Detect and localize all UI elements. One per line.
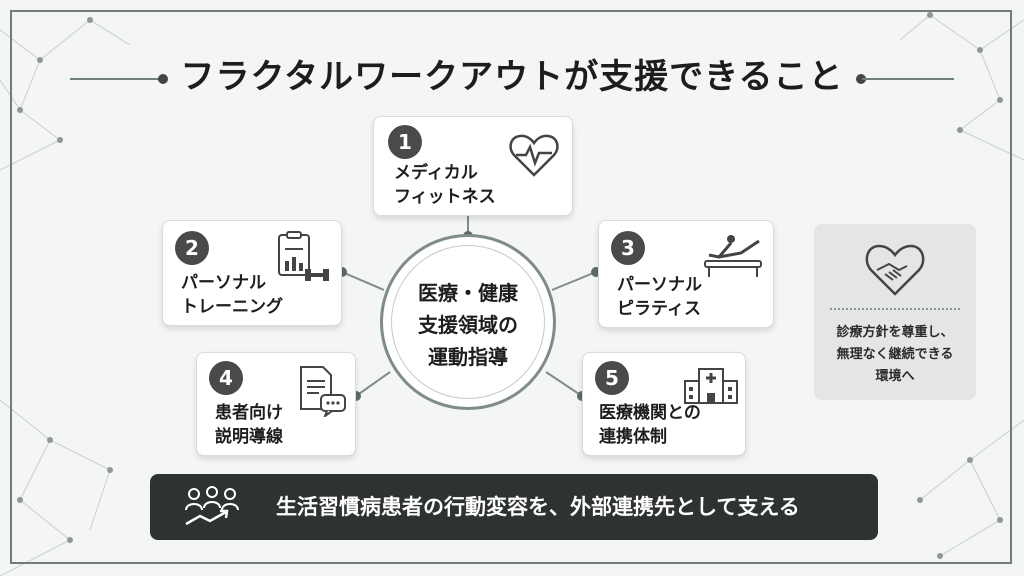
handshake-heart-icon — [865, 244, 925, 296]
document-chat-icon — [300, 366, 346, 417]
people-growth-icon — [185, 486, 239, 526]
card-personal-pilates: 3 パーソナルピラティス — [598, 220, 774, 328]
card-patient-guidance: 4 患者向け説明導線 — [196, 352, 356, 456]
card-number: 4 — [209, 361, 243, 395]
title-rule-left — [70, 78, 162, 80]
card-number: 5 — [595, 361, 629, 395]
page-frame — [10, 10, 1012, 564]
center-label: 医療・健康支援領域の運動指導 — [418, 281, 518, 369]
card-label: パーソナルトレーニング — [181, 273, 283, 317]
title-dot-right — [856, 74, 866, 84]
page-title: フラクタルワークアウトが支援できること — [180, 57, 844, 97]
pilates-reformer-icon — [704, 235, 762, 277]
center-inner-ring — [391, 245, 545, 399]
card-label: 患者向け説明導線 — [215, 403, 283, 447]
heart-pulse-icon — [509, 134, 559, 177]
side-panel: 診療方針を尊重し、無理なく継続できる環境へ — [814, 224, 976, 400]
title-dot-left — [158, 74, 168, 84]
side-divider — [830, 308, 960, 310]
card-label: 医療機関との連携体制 — [599, 403, 701, 447]
card-medical-cooperation: 5 医療機関との連携体制 — [582, 352, 746, 456]
center-circle: 医療・健康支援領域の運動指導 — [380, 234, 556, 410]
card-number: 3 — [611, 231, 645, 265]
card-label: メディカルフィットネス — [394, 163, 496, 207]
bottom-banner-text: 生活習慣病患者の行動変容を、外部連携先として支える — [276, 495, 800, 519]
hospital-icon — [684, 368, 738, 404]
title-rule-right — [862, 78, 954, 80]
side-caption: 診療方針を尊重し、無理なく継続できる環境へ — [836, 325, 954, 384]
card-number: 2 — [175, 231, 209, 265]
bottom-banner: 生活習慣病患者の行動変容を、外部連携先として支える — [150, 474, 878, 540]
card-personal-training: 2 パーソナルトレーニング — [162, 220, 342, 326]
card-number: 1 — [388, 125, 422, 159]
clipboard-dumbbell-icon — [278, 231, 329, 281]
title-area: フラクタルワークアウトが支援できること — [70, 50, 954, 104]
card-medical-fitness: 1 メディカルフィットネス — [373, 116, 573, 216]
card-label: パーソナルピラティス — [617, 275, 702, 319]
